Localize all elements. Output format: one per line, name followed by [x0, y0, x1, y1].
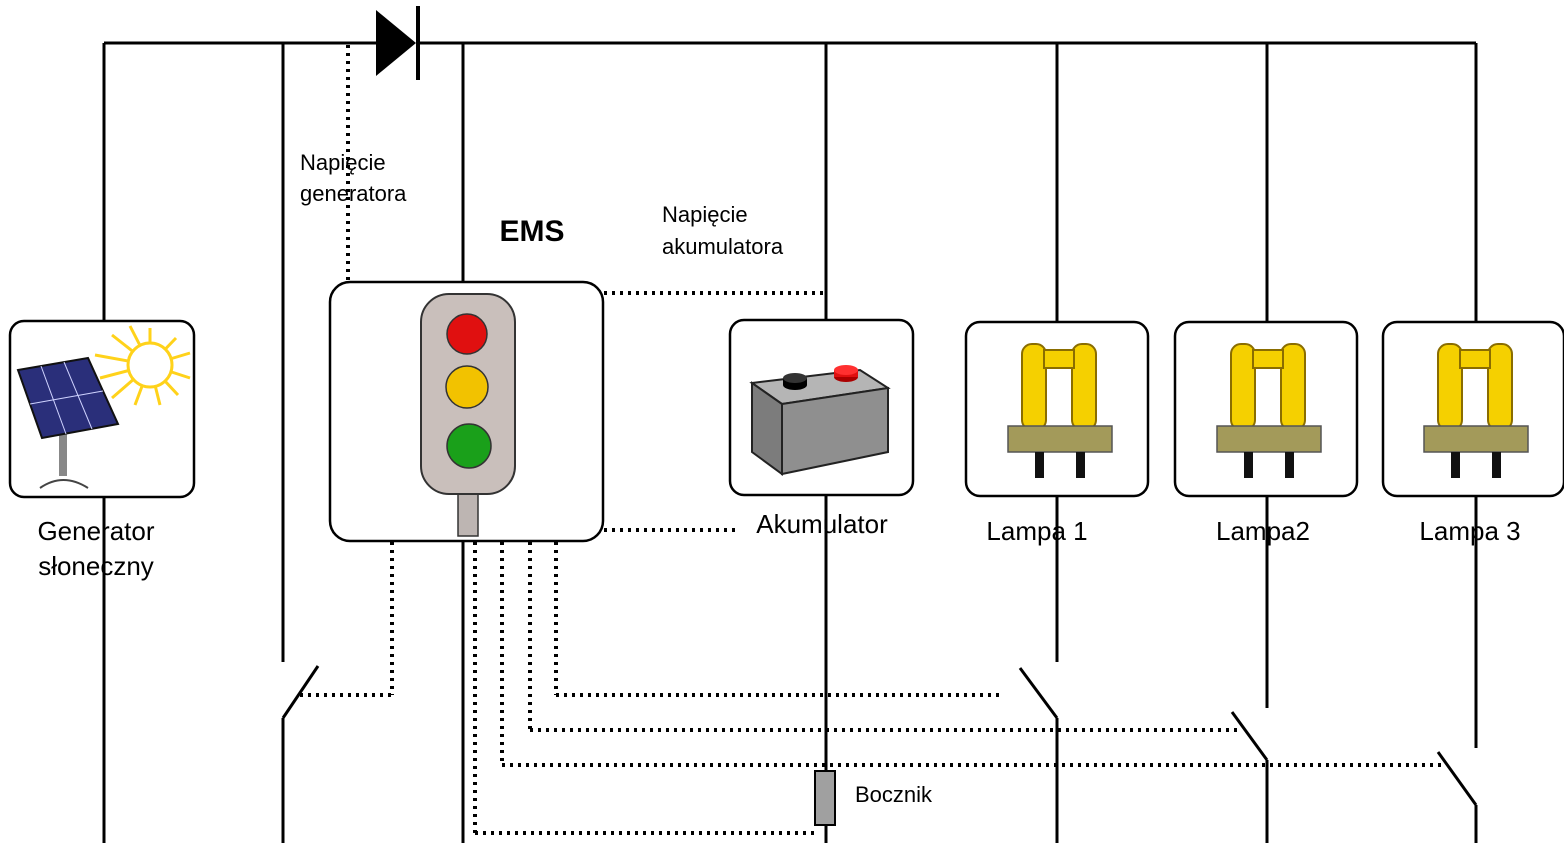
lamp3-label: Lampa 3 [1419, 516, 1520, 546]
diode-symbol [376, 6, 420, 80]
battery-label: Akumulator [756, 509, 888, 539]
lamp3-switch [1436, 751, 1478, 806]
shunt-label: Bocznik [855, 782, 933, 807]
ems-controller: EMS [328, 215, 605, 543]
ems-label: EMS [499, 215, 564, 248]
generator-voltage-label-line2: generatora [300, 181, 407, 206]
lamp2-label: Lampa2 [1216, 516, 1310, 546]
battery-icon [749, 365, 891, 476]
lamp-3: Lampa 3 [1381, 320, 1564, 546]
lamp1-label: Lampa 1 [986, 516, 1087, 546]
fluorescent-lamp-icon [1216, 343, 1322, 478]
lamp1-switch [1018, 667, 1059, 719]
generator-label-line2: słoneczny [38, 551, 154, 581]
battery-voltage-label-line2: akumulatora [662, 234, 784, 259]
battery-voltage-label-line1: Napięcie [662, 202, 748, 227]
generator-switch [281, 665, 320, 719]
solar-panel-sun-icon [16, 325, 191, 489]
control-lines [300, 45, 1445, 835]
generator-label-line1: Generator [37, 516, 154, 546]
lamp2-switch [1230, 711, 1269, 761]
solar-generator: Generator słoneczny [8, 319, 196, 581]
fluorescent-lamp-icon [1423, 343, 1529, 478]
generator-voltage-label-line1: Napięcie [300, 150, 386, 175]
shunt-resistor [814, 770, 836, 826]
lamp-2: Lampa2 [1173, 320, 1359, 546]
battery: Akumulator [728, 318, 915, 539]
fluorescent-lamp-icon [1007, 343, 1113, 478]
lamp-1: Lampa 1 [964, 320, 1150, 546]
traffic-light-icon [420, 293, 516, 537]
